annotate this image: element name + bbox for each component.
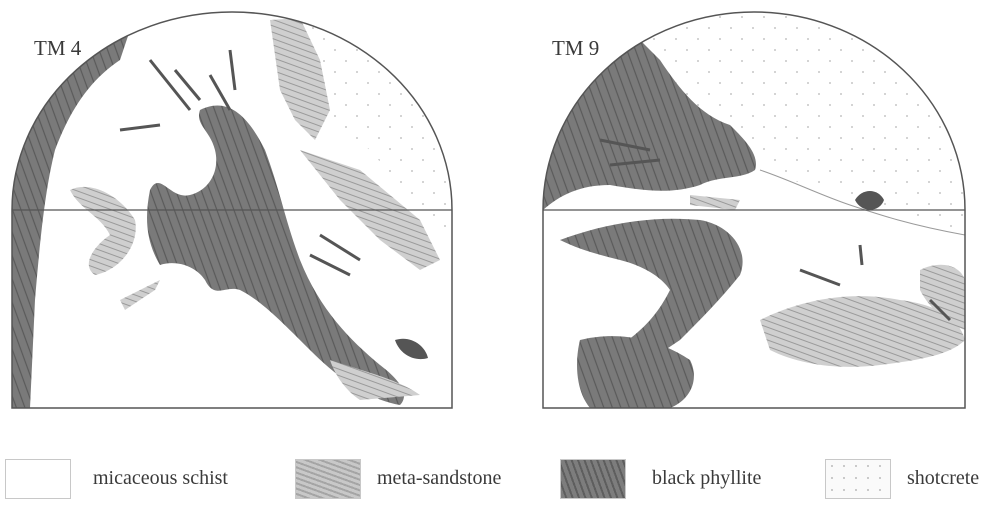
tunnel-face-right [543, 10, 975, 408]
panel-title-tm4: TM 4 [34, 36, 81, 61]
tunnel-face-left [12, 10, 460, 408]
legend-label-micaceous-schist: micaceous schist [93, 467, 228, 490]
sandstone-patch-left [70, 187, 136, 275]
legend-label-meta-sandstone: meta-sandstone [377, 467, 501, 490]
legend-item-black-phyllite: black phyllite [560, 459, 800, 504]
sandstone-streak-upper [690, 195, 740, 210]
legend-label-black-phyllite: black phyllite [652, 467, 761, 490]
legend-label-shotcrete: shotcrete [907, 467, 979, 490]
sandstone-lens-lower-left [120, 280, 160, 310]
panel-title-tm9: TM 9 [552, 36, 599, 61]
legend-swatch-meta-sandstone [295, 459, 361, 499]
phyllite-lens-bottom [395, 339, 428, 359]
legend-item-shotcrete: shotcrete [825, 459, 1000, 504]
legend-swatch-shotcrete [825, 459, 891, 499]
legend-swatch-black-phyllite [560, 459, 626, 499]
legend-swatch-micaceous-schist [5, 459, 71, 499]
legend-item-meta-sandstone: meta-sandstone [295, 459, 555, 504]
phyllite-lower-body [577, 336, 694, 408]
phyllite-central-body [147, 106, 404, 405]
legend-item-micaceous-schist: micaceous schist [5, 459, 265, 504]
